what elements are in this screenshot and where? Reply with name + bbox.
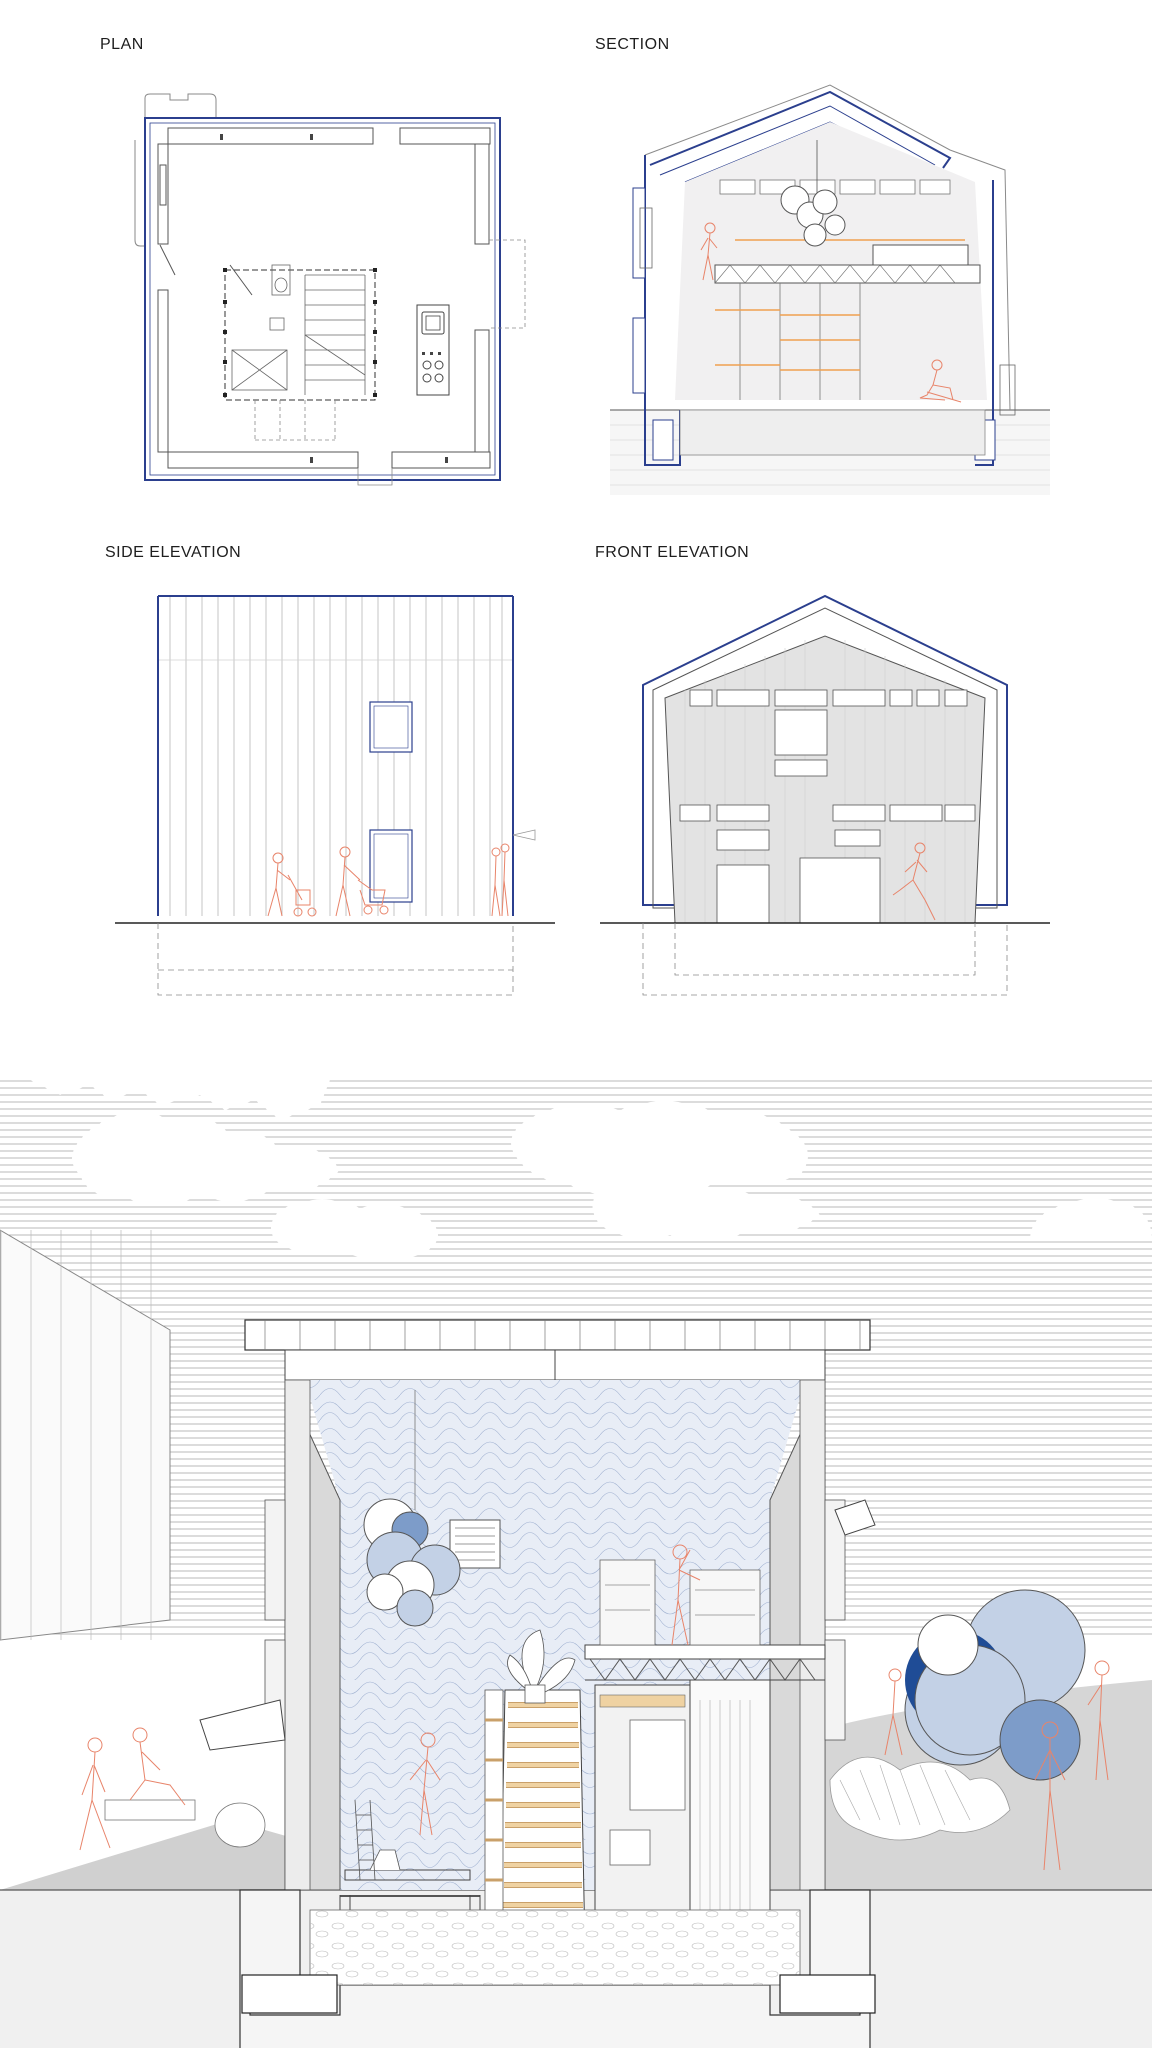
garden-clouds bbox=[904, 1589, 1086, 1781]
front-elevation-title: FRONT ELEVATION bbox=[595, 544, 750, 561]
cloud-shapes bbox=[0, 1080, 1152, 1260]
section-title: SECTION bbox=[595, 36, 670, 53]
people-figures bbox=[79, 1544, 1110, 1871]
plan-drawing bbox=[130, 90, 540, 490]
plan-title: PLAN bbox=[100, 36, 144, 53]
pendant-lamp-icon bbox=[363, 1498, 461, 1627]
front-elevation-drawing bbox=[595, 590, 1055, 1010]
perspective-section-drawing bbox=[0, 1080, 1152, 2048]
side-elevation-title: SIDE ELEVATION bbox=[105, 544, 242, 561]
side-elevation-drawing bbox=[110, 590, 570, 1010]
section-drawing bbox=[605, 80, 1055, 500]
